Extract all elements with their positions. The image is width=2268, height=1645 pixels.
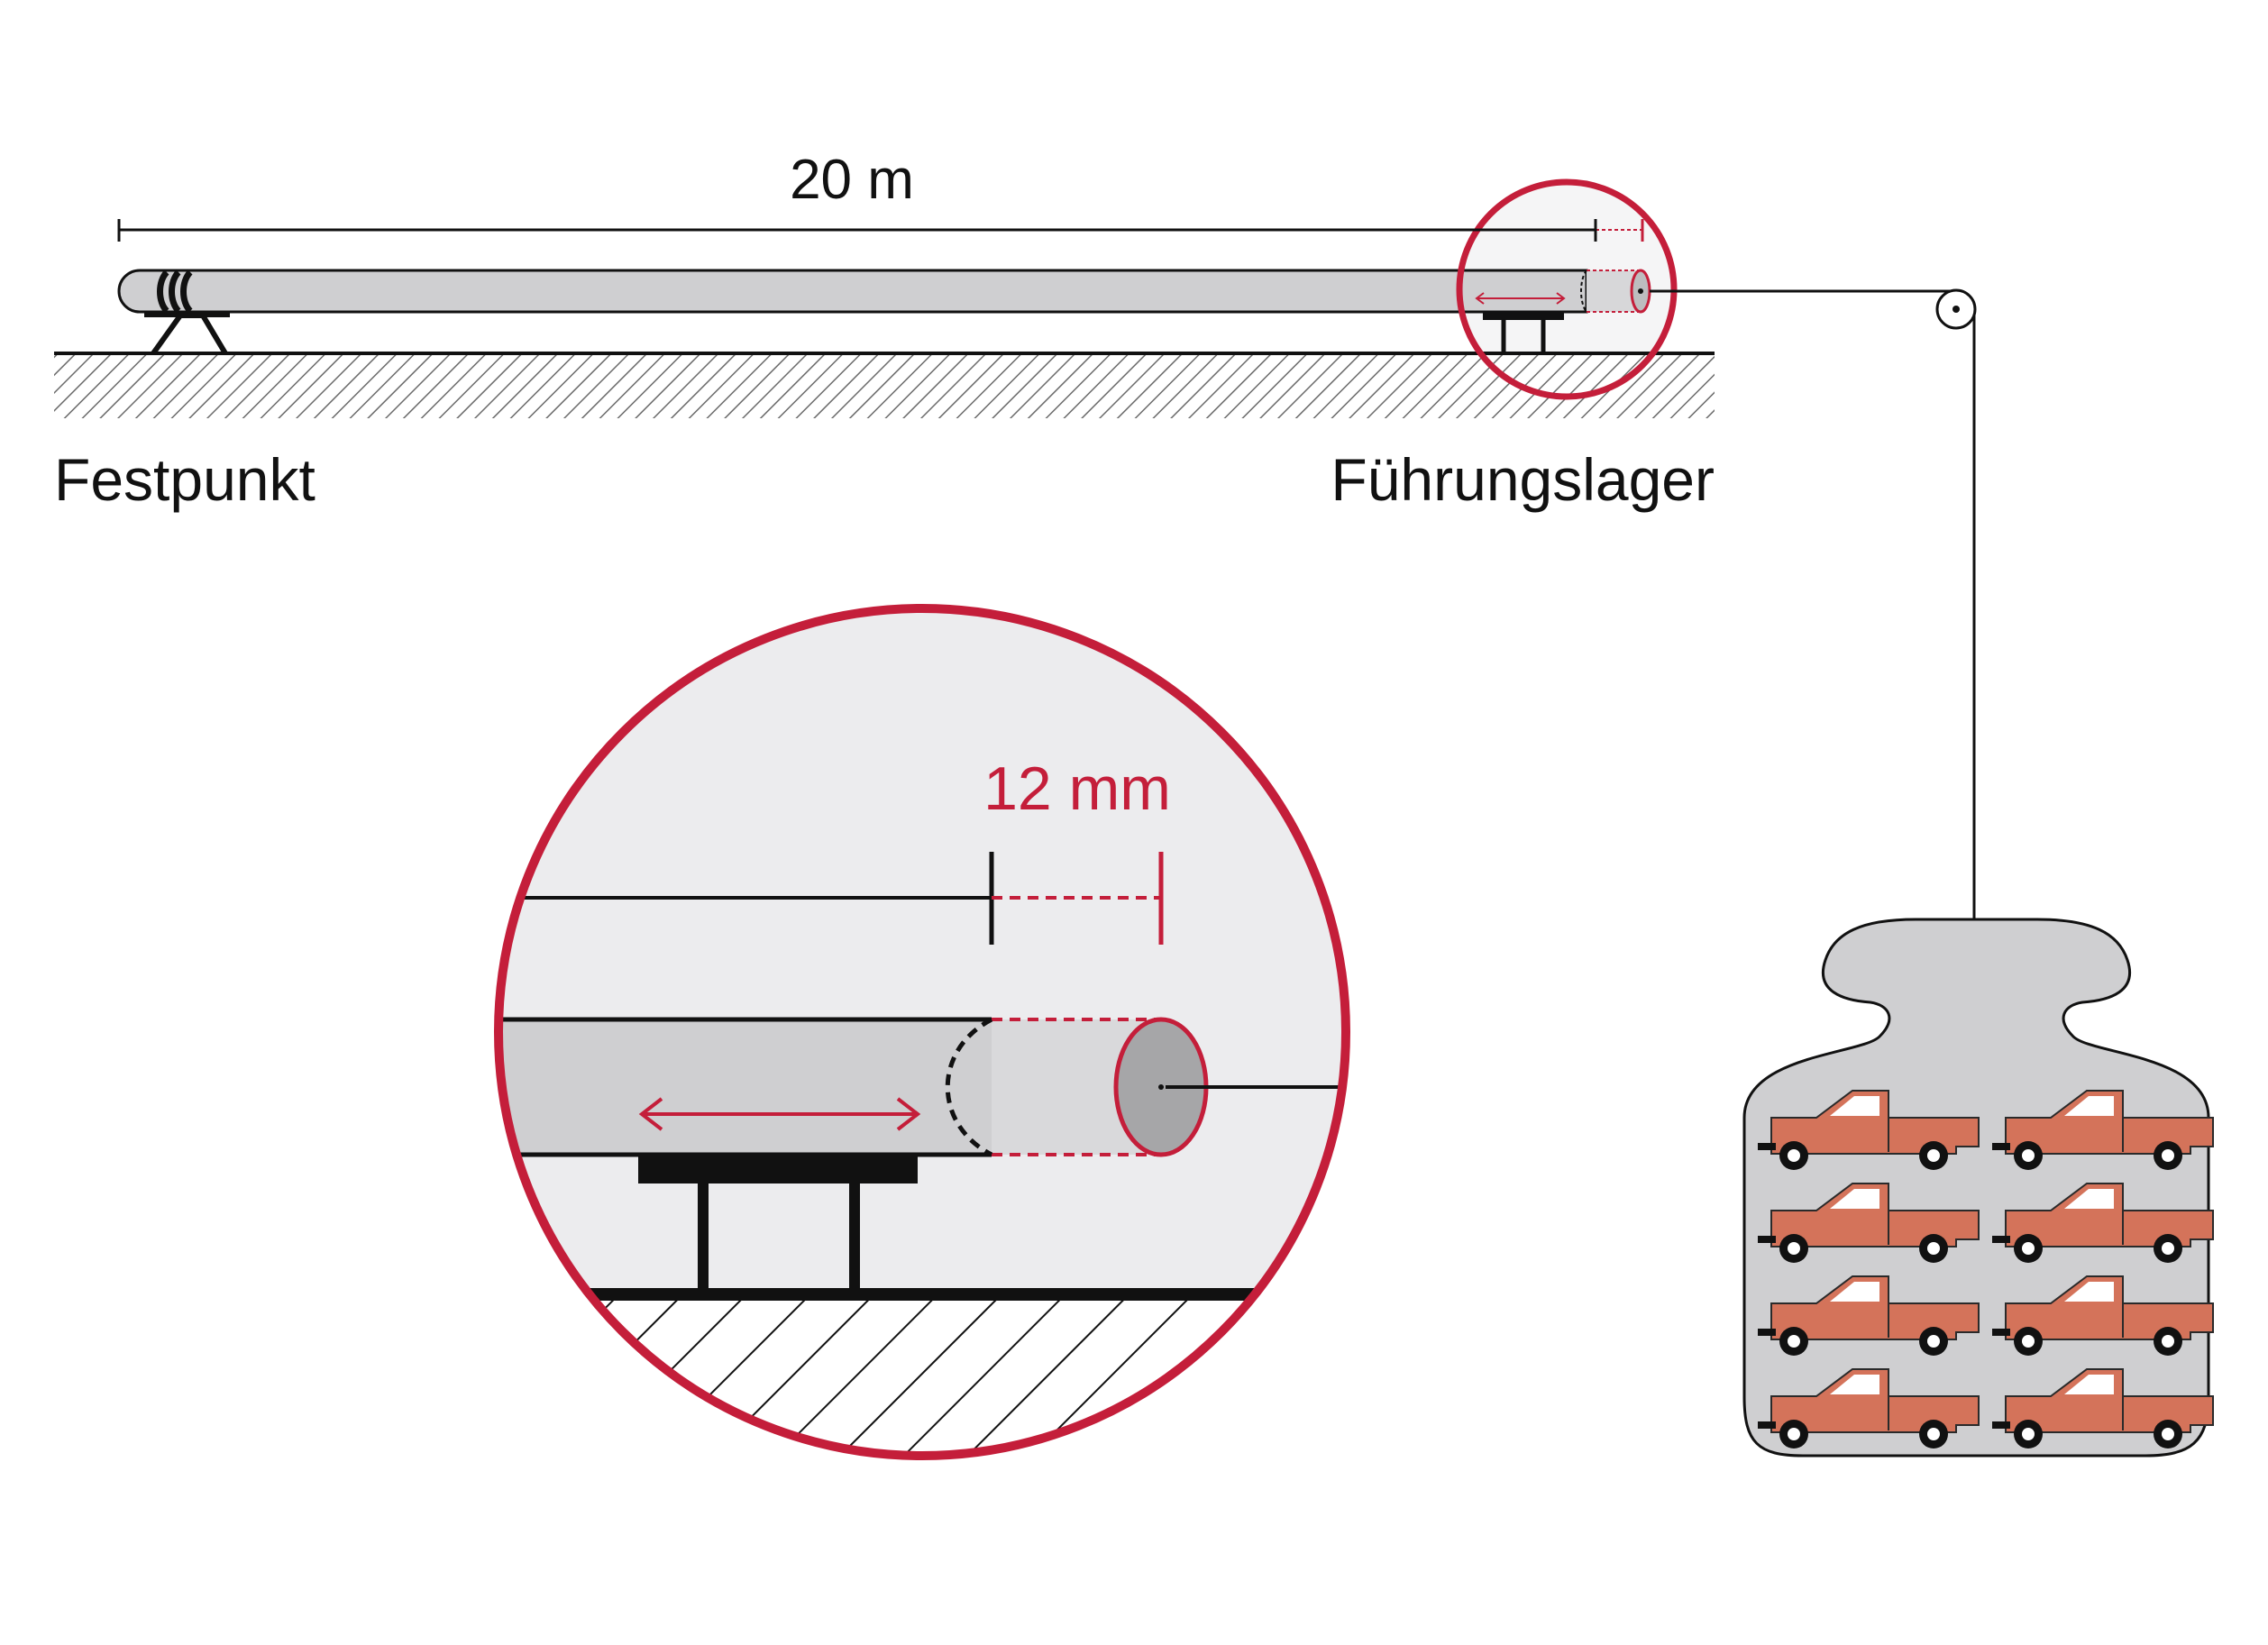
length-label: 20 m — [790, 149, 914, 211]
zoom-detail — [494, 604, 1350, 1460]
expansion-label: 12 mm — [983, 754, 1171, 823]
pulley — [1935, 288, 1977, 330]
cable — [1638, 288, 1976, 919]
pickup-truck-icon — [1980, 1268, 2225, 1357]
pickup-truck-icon — [1745, 1175, 1990, 1264]
pickup-truck-icon — [1980, 1175, 2225, 1264]
pickup-truck-icon — [1980, 1361, 2225, 1449]
ground-strip — [54, 352, 1715, 418]
pickup-truck-icon — [1745, 1083, 1990, 1171]
fixed-point-label: Festpunkt — [54, 446, 316, 513]
length-dimension — [117, 219, 1597, 242]
pickup-truck-icon — [1980, 1083, 2225, 1171]
guide-bearing-label: Führungslager — [1331, 446, 1715, 513]
pickup-truck-icon — [1745, 1361, 1990, 1449]
pickup-truck-icon — [1745, 1268, 1990, 1357]
pipe — [117, 269, 1581, 314]
